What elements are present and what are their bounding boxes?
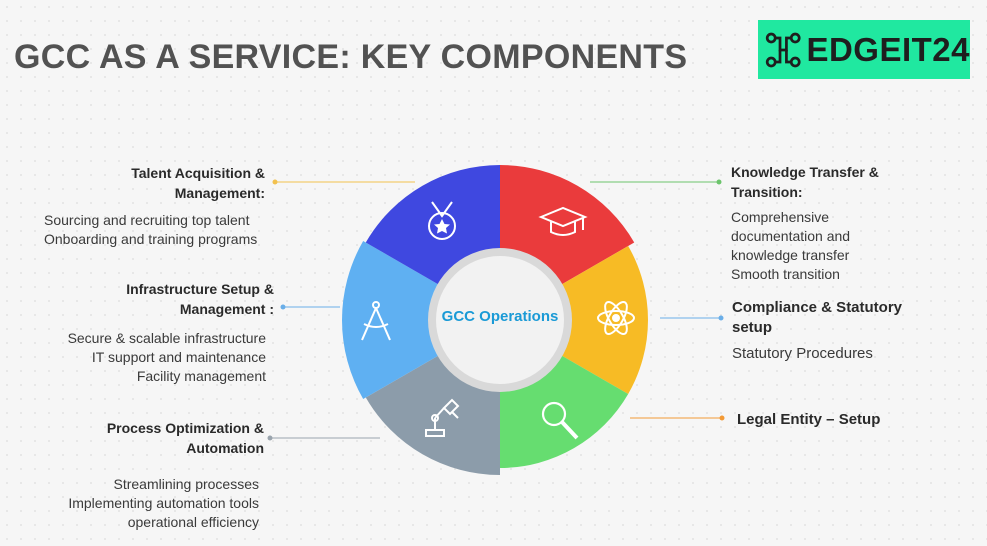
talent-desc-line-1: Sourcing and recruiting top talent [44,212,250,228]
brand-logo: EDGEIT24 [758,20,970,79]
knowledge-desc-line-2: documentation and [731,228,851,244]
center-circle [436,256,564,384]
talent-acquisition-block: Talent Acquisition & Management: [20,163,265,203]
connector-dot-legal [719,415,725,421]
compliance-heading-line-1: Compliance & Statutory [732,299,903,316]
knowledge-desc-line-1: Comprehensive [731,209,830,225]
connector-dot-compliance [718,315,724,321]
knowledge-heading-line-2: Transition: [731,184,803,200]
infrastructure-block: Infrastructure Setup & Management : [20,279,274,319]
talent-desc-block: Sourcing and recruiting top talent Onboa… [44,211,304,249]
connector-dot-talent [272,179,278,185]
compliance-desc-line-1: Statutory Procedures [732,345,873,362]
knowledge-transfer-block: Knowledge Transfer & Transition: Compreh… [731,162,971,284]
process-desc-line-1: Streamlining processes [113,476,259,492]
infrastructure-desc-line-1: Secure & scalable infrastructure [67,330,266,346]
robot-arm-icon [425,398,460,437]
infrastructure-desc-line-3: Facility management [136,368,266,384]
center-label: GCC Operations [441,308,559,325]
logo-text: EDGEIT24 [806,30,970,68]
process-desc-block: Streamlining processes Implementing auto… [20,475,259,532]
infrastructure-heading-line-1: Infrastructure Setup & [126,281,274,297]
talent-heading-line-2: Management: [174,185,265,201]
knowledge-heading-line-1: Knowledge Transfer & [731,164,879,180]
infrastructure-desc-line-2: IT support and maintenance [91,349,266,365]
segment-infrastructure [342,241,449,399]
talent-heading-line-1: Talent Acquisition & [131,165,265,181]
process-block: Process Optimization & Automation [20,418,264,458]
process-heading-line-2: Automation [186,440,264,456]
circuit-logo-icon [765,32,801,67]
knowledge-desc-line-4: Smooth transition [731,266,840,282]
magnifier-icon [541,401,579,440]
process-desc-line-3: operational efficiency [127,514,259,530]
knowledge-desc-line-3: knowledge transfer [731,247,850,263]
process-desc-line-2: Implementing automation tools [68,495,259,511]
infrastructure-desc-block: Secure & scalable infrastructure IT supp… [20,329,266,386]
compliance-block: Compliance & Statutory setup Statutory P… [732,298,972,363]
talent-desc-line-2: Onboarding and training programs [44,231,258,247]
medal-icon [428,201,456,240]
legal-heading: Legal Entity – Setup [737,411,881,428]
atom-icon [597,301,635,335]
connector-dot-process [267,435,273,441]
page-title: GCC AS A SERVICE: KEY COMPONENTS [14,38,688,76]
compass-icon [361,301,391,341]
graduation-cap-icon [538,206,588,236]
compliance-heading-line-2: setup [732,319,773,336]
connector-dot-infrastructure [280,304,286,310]
infrastructure-heading-line-2: Management : [179,301,274,317]
process-heading-line-1: Process Optimization & [106,420,264,436]
connector-dot-knowledge [716,179,722,185]
legal-entity-block: Legal Entity – Setup [737,410,967,430]
